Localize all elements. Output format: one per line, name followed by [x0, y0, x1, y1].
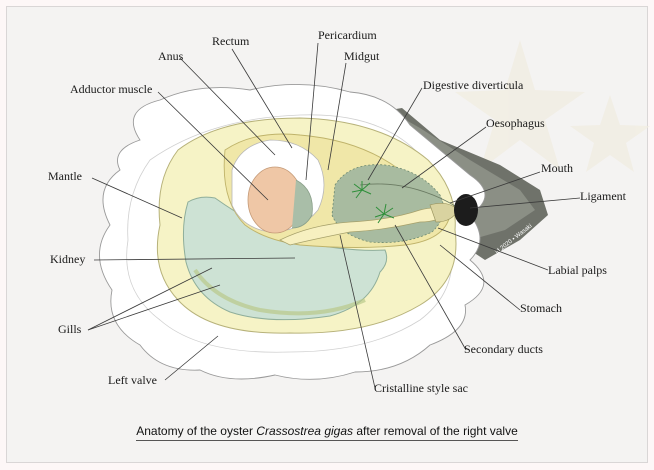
label-stomach: Stomach: [520, 301, 562, 315]
label-pericardium: Pericardium: [318, 28, 377, 42]
label-digestive-diverticula: Digestive diverticula: [423, 78, 524, 92]
label-secondary-ducts: Secondary ducts: [464, 342, 543, 356]
label-ligament: Ligament: [580, 189, 627, 203]
ligament-hinge: [454, 194, 478, 226]
label-oesophagus: Oesophagus: [486, 116, 545, 130]
label-kidney: Kidney: [50, 252, 85, 266]
label-midgut: Midgut: [344, 49, 380, 63]
label-mantle: Mantle: [48, 169, 82, 183]
label-adductor-muscle: Adductor muscle: [70, 82, 152, 96]
caption-species: Crassostrea gigas: [256, 424, 353, 438]
label-mouth: Mouth: [541, 161, 573, 175]
label-rectum: Rectum: [212, 34, 250, 48]
label-anus: Anus: [158, 49, 184, 63]
caption-prefix: Anatomy of the oyster: [136, 424, 256, 438]
label-labial-palps: Labial palps: [548, 263, 607, 277]
caption-suffix: after removal of the right valve: [353, 424, 518, 438]
label-cristalline-style-sac: Cristalline style sac: [374, 381, 468, 395]
caption-line: Anatomy of the oyster Crassostrea gigas …: [136, 424, 518, 441]
figure-caption: Anatomy of the oyster Crassostrea gigas …: [0, 424, 654, 438]
label-left-valve: Left valve: [108, 373, 157, 387]
label-gills: Gills: [58, 322, 82, 336]
background-watermark: [455, 40, 650, 172]
